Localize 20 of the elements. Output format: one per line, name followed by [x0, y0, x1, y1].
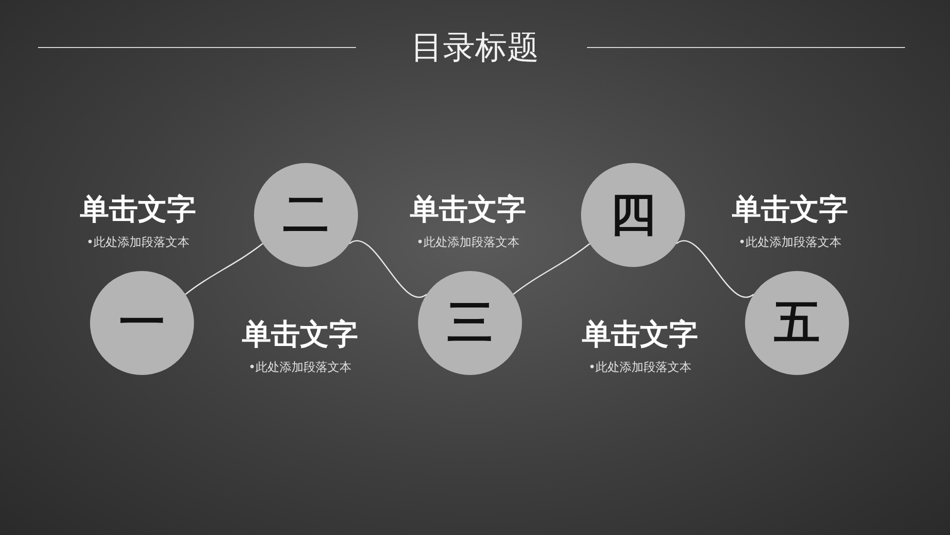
body-text: •此处添加段落文本: [587, 359, 693, 376]
curve-connector: [185, 243, 263, 295]
circle-number: 五: [774, 294, 820, 351]
heading-text: 单击文字: [241, 316, 359, 353]
heading-text: 单击文字: [581, 316, 699, 353]
title: 目录标题: [411, 28, 539, 66]
heading-text: 单击文字: [731, 191, 849, 228]
curve-connector: [512, 243, 590, 295]
circle-number: 三: [447, 294, 493, 351]
heading-text: 单击文字: [79, 191, 197, 228]
heading-text: 单击文字: [409, 191, 527, 228]
curve-connector: [349, 240, 427, 298]
body-text: •此处添加段落文本: [415, 234, 521, 251]
circle-number: 四: [610, 186, 656, 243]
body-text: •此处添加段落文本: [85, 234, 191, 251]
circle-number: 二: [283, 186, 329, 243]
curve-connector: [676, 240, 754, 298]
body-text: •此处添加段落文本: [737, 234, 843, 251]
circle-number: 一: [119, 294, 165, 351]
body-text: •此处添加段落文本: [247, 359, 353, 376]
